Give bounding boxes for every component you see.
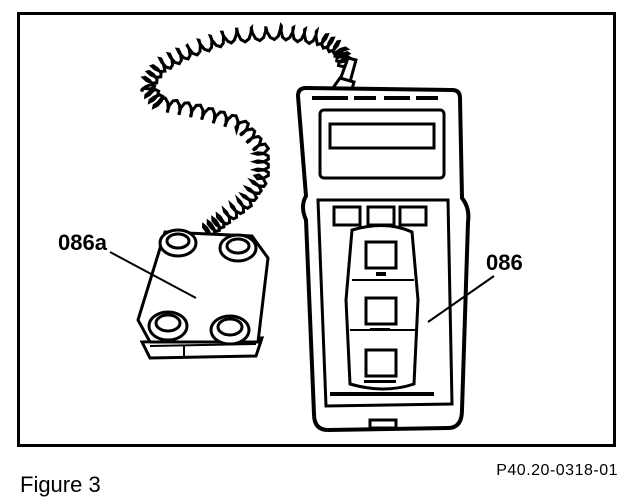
suction-cup-icon xyxy=(218,233,258,263)
tester-key xyxy=(332,205,362,227)
tester-key xyxy=(398,205,428,227)
suction-cup-icon xyxy=(209,314,251,346)
tester-key xyxy=(364,240,398,270)
coiled-cable xyxy=(140,22,356,237)
cable-coil-path xyxy=(140,22,356,237)
leader-line-086a xyxy=(109,251,197,299)
figure-frame xyxy=(17,12,616,447)
figure-caption: Figure 3 xyxy=(20,472,101,497)
tester-086 xyxy=(295,56,471,433)
leader-lines xyxy=(109,251,495,323)
suction-cup-icon xyxy=(158,228,198,258)
tester-display xyxy=(328,122,436,150)
figure-reference: P40.20-0318-01 xyxy=(496,462,618,479)
callout-086a: 086a xyxy=(58,230,108,255)
tester-key xyxy=(364,296,398,326)
tester-key xyxy=(366,205,396,227)
leader-line-086 xyxy=(427,275,495,323)
callout-086: 086 xyxy=(486,250,523,275)
tester-key xyxy=(364,348,398,378)
sensor-pad-086a xyxy=(136,228,270,360)
suction-cup-icon xyxy=(147,310,189,342)
tester-header-text xyxy=(312,96,438,100)
